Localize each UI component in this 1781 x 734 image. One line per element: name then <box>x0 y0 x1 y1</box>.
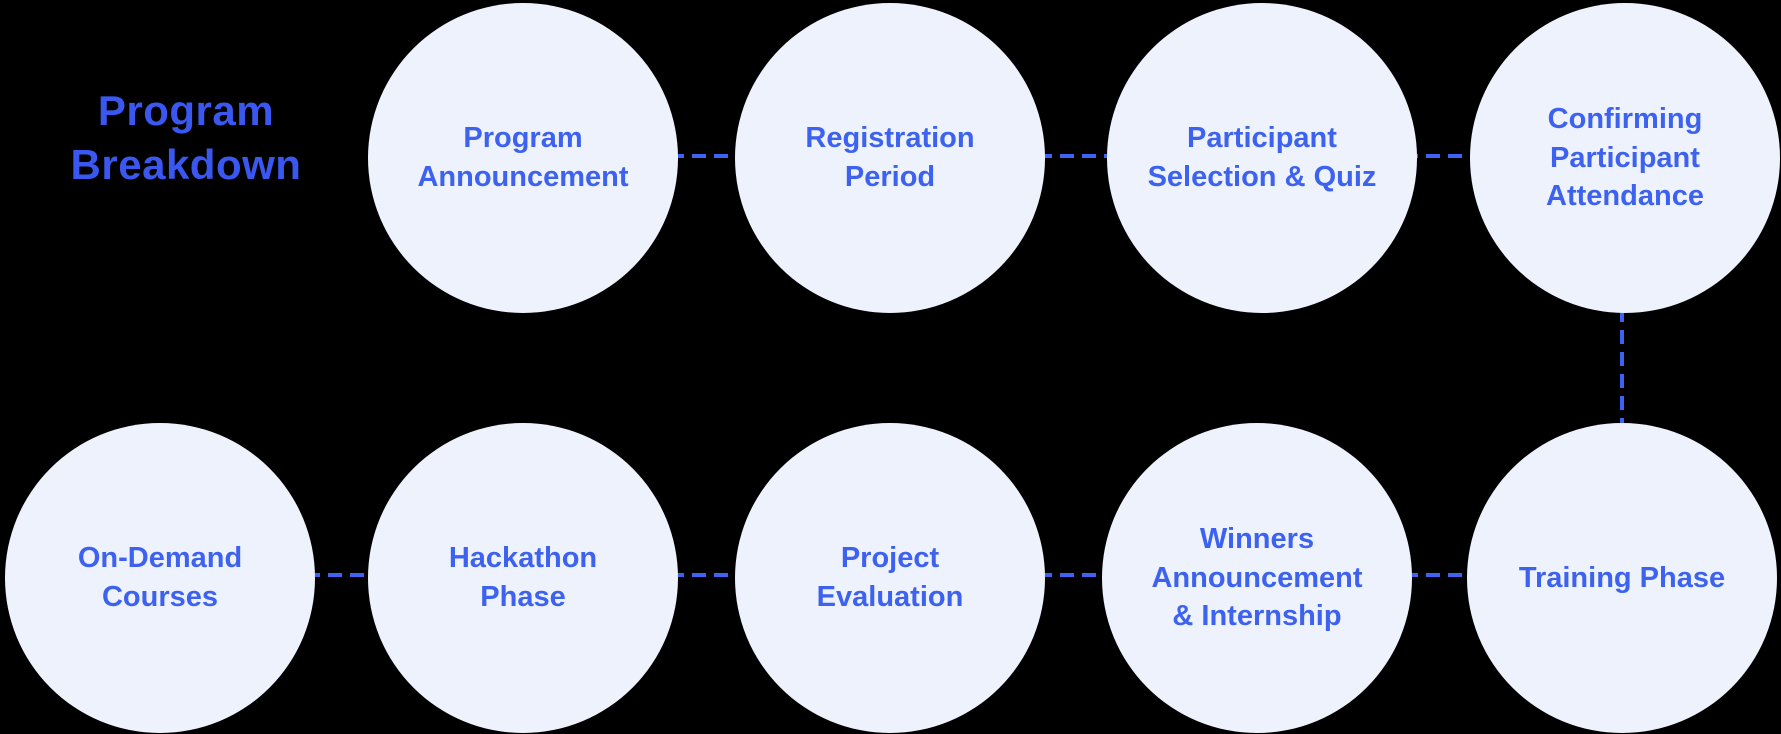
connector-attendance-training <box>1620 308 1624 428</box>
node-label: Winners Announcement & Internship <box>1151 523 1363 633</box>
node-label: Training Phase <box>1518 561 1726 594</box>
node-label: Program Announcement <box>417 122 629 193</box>
node-label: Hackathon Phase <box>448 542 598 613</box>
node-registration-period: Registration Period <box>735 3 1045 313</box>
connector-winners-evaluation <box>1038 573 1112 577</box>
connector-announcement-registration <box>670 154 744 158</box>
node-winners-announcement-internship: Winners Announcement & Internship <box>1102 423 1412 733</box>
node-label: Confirming Participant Attendance <box>1546 103 1704 213</box>
node-label: On-Demand Courses <box>77 542 243 613</box>
connector-evaluation-hackathon <box>670 573 744 577</box>
node-participant-selection-quiz: Participant Selection & Quiz <box>1107 3 1417 313</box>
diagram-title: Program Breakdown <box>70 87 302 188</box>
connector-training-winners <box>1404 573 1476 577</box>
node-confirming-participant-attendance: Confirming Participant Attendance <box>1470 3 1780 313</box>
node-project-evaluation: Project Evaluation <box>735 423 1045 733</box>
node-on-demand-courses: On-Demand Courses <box>5 423 315 733</box>
node-label: Participant Selection & Quiz <box>1147 122 1377 193</box>
connector-hackathon-courses <box>306 573 378 577</box>
node-program-announcement: Program Announcement <box>368 3 678 313</box>
node-hackathon-phase: Hackathon Phase <box>368 423 678 733</box>
node-label: Registration Period <box>805 122 975 193</box>
node-training-phase: Training Phase <box>1467 423 1777 733</box>
connector-registration-selection <box>1038 154 1116 158</box>
connector-selection-attendance <box>1404 154 1480 158</box>
node-label: Project Evaluation <box>816 542 964 613</box>
